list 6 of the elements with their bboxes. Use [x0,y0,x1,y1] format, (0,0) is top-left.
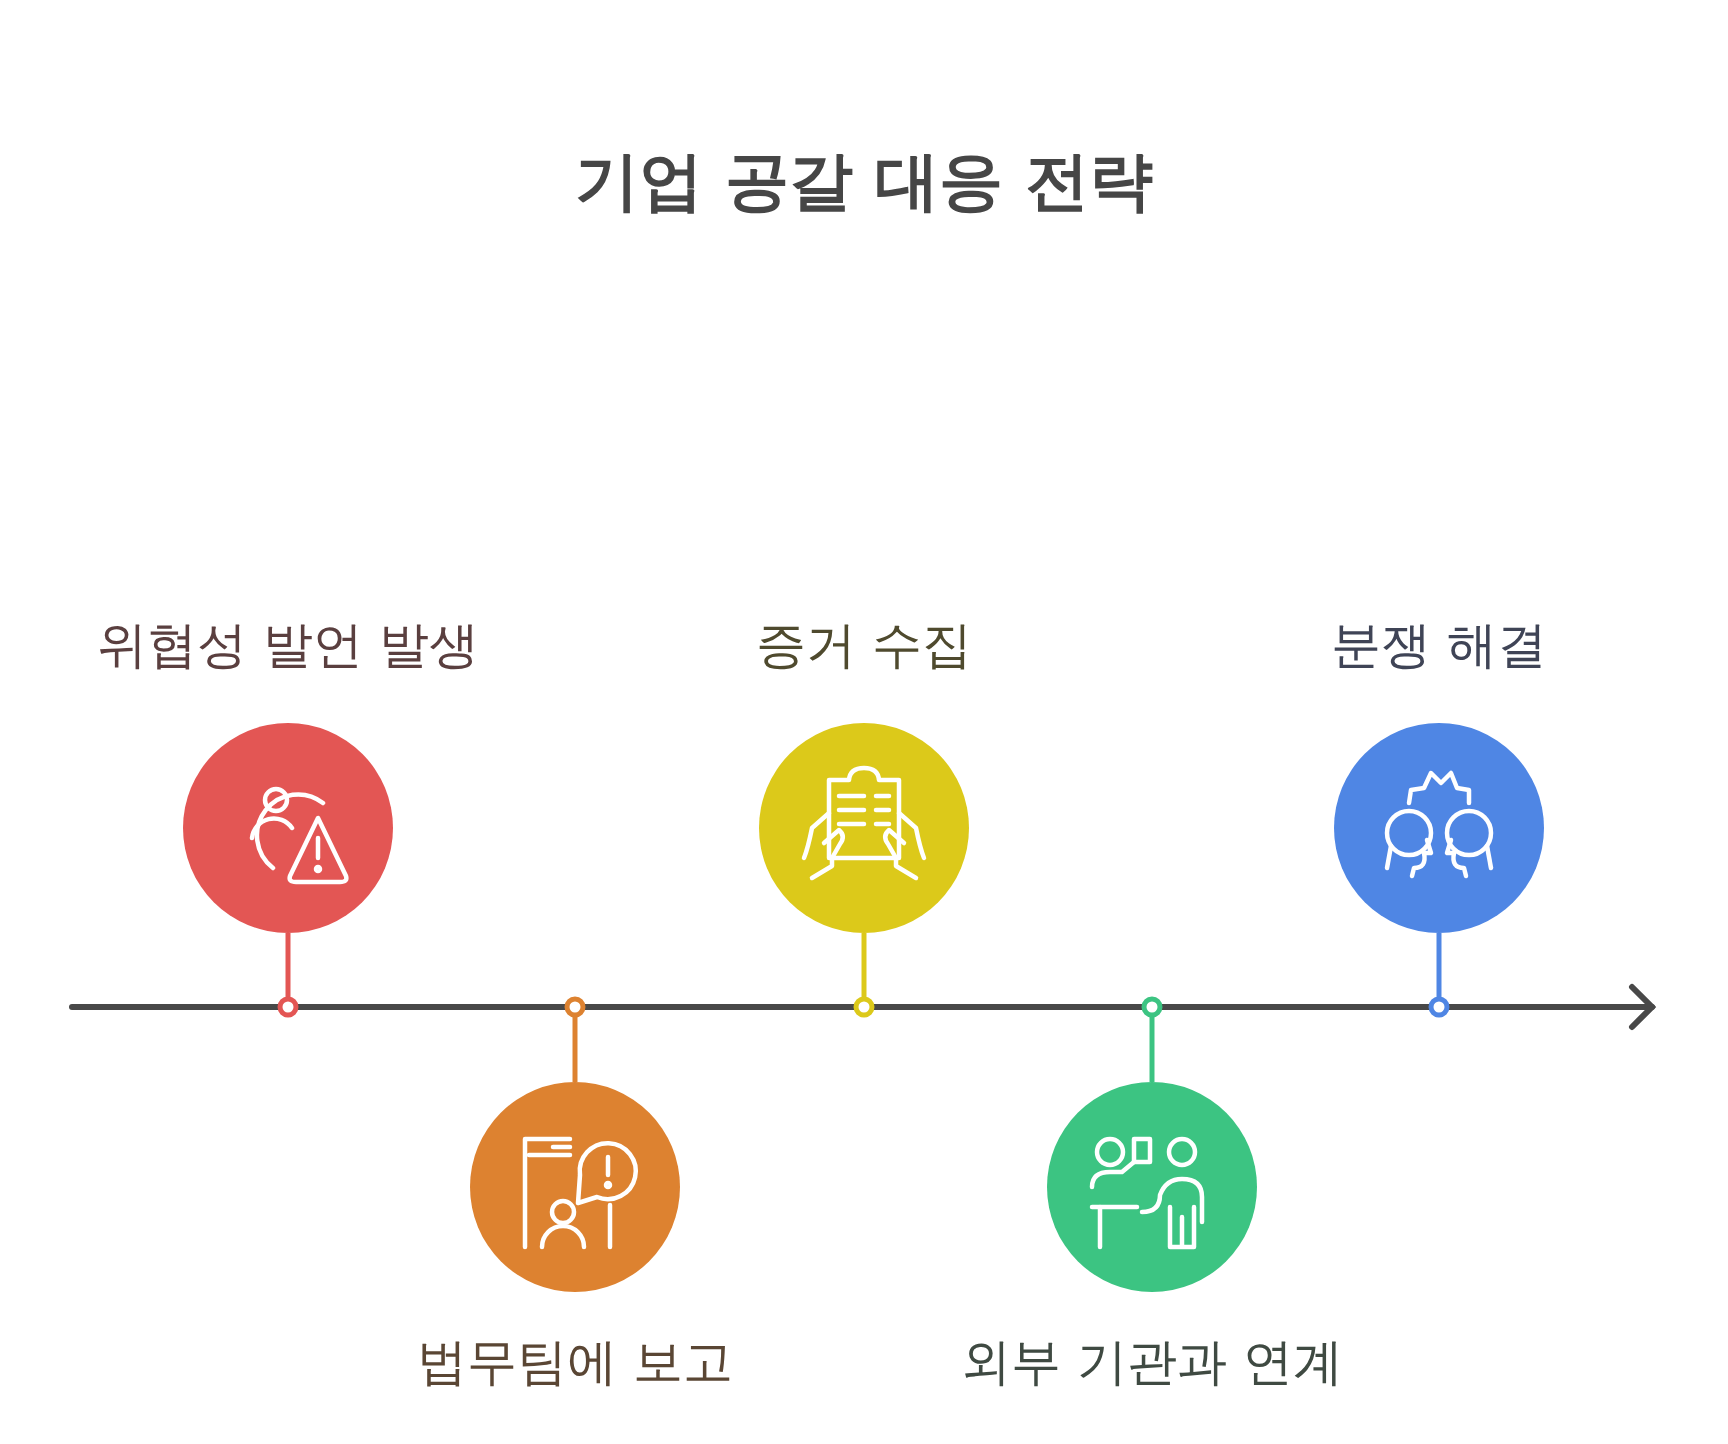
step-label: 분쟁 해결 [1330,615,1548,675]
step-label: 위협성 발언 발생 [96,615,480,675]
step-label: 법무팀에 보고 [416,1332,734,1392]
step-label: 외부 기관과 연계 [960,1332,1344,1392]
step-label: 증거 수집 [755,615,973,675]
title: 기업 공갈 대응 전략 [573,143,1155,220]
